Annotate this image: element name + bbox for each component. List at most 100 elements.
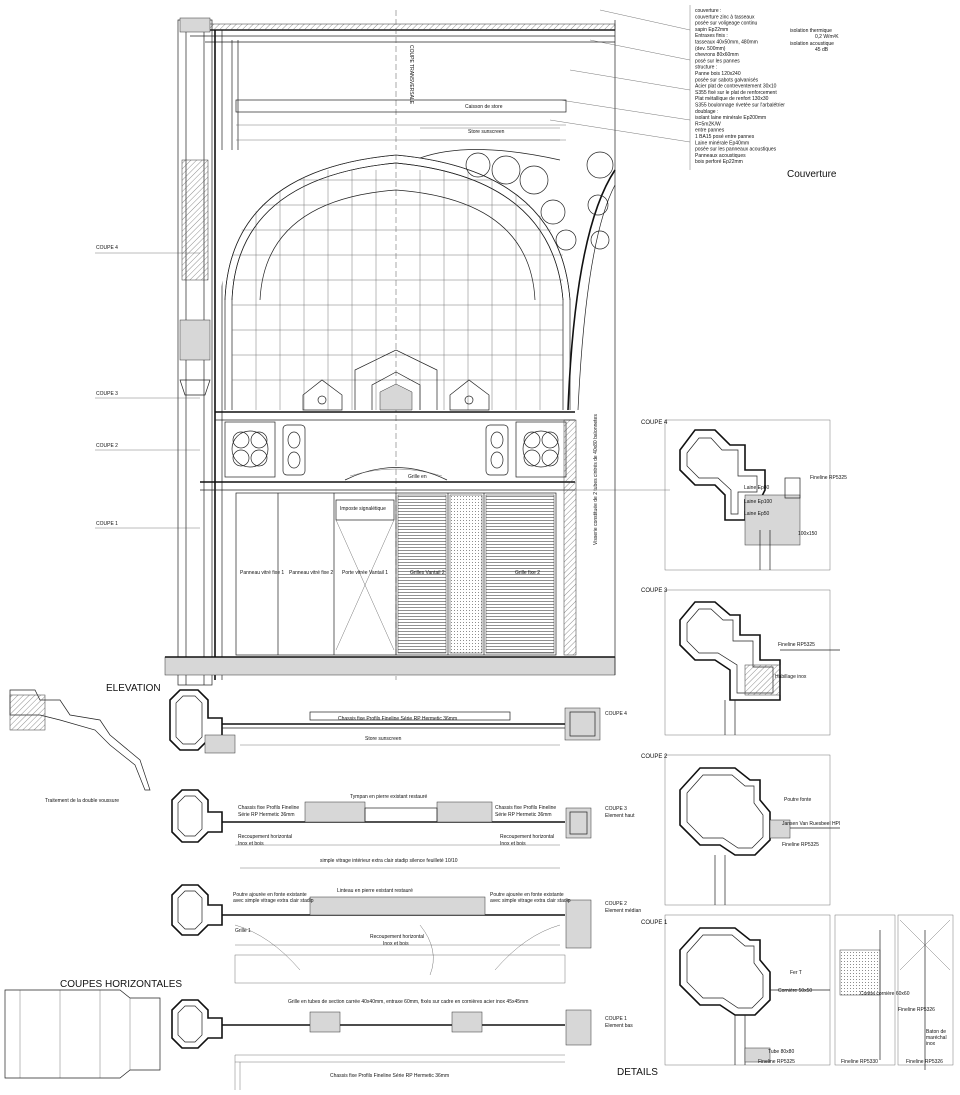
c2-tag: COUPE 2	[605, 901, 627, 907]
spec-line: Plat métallique de renfort 130x30	[695, 96, 769, 102]
c1-tag: COUPE 1	[605, 1016, 627, 1022]
traitement-label: Traitement de la double voussure	[45, 798, 119, 804]
c3-tag: COUPE 3	[605, 806, 627, 812]
elev-level-coupe4: COUPE 4	[96, 245, 118, 251]
plan-coupe3: Chassis fixe Profils Fineline Série RP H…	[171, 789, 635, 869]
door-label: Porte vitrée Vantail 1	[342, 570, 388, 576]
plan-coupe4: Chassis fixe Profils Fineline Série RP H…	[169, 689, 627, 754]
ornamental-cast-iron-arch	[419, 127, 616, 411]
grille2-label: Grille fixe 2	[515, 570, 540, 576]
couverture-title: Couverture	[787, 169, 837, 180]
d4-tag: COUPE 4	[641, 420, 668, 426]
elevation-drawing: Caisson de store Store sunscreen COUPE T…	[95, 9, 691, 694]
d3-tag: COUPE 3	[641, 588, 668, 594]
spec-line: Laine minérale Ep40mm	[695, 140, 749, 146]
elev-level-coupe1: COUPE 1	[96, 521, 118, 527]
c3-chassis-l1: Chassis fixe Profils Fineline	[238, 805, 299, 811]
c2-grille: Grille 1	[235, 928, 251, 934]
spec-line: chevrons 80x60mm	[695, 52, 739, 58]
d4-laine2: Laine Ep100	[744, 499, 772, 505]
c2-poutre-r1: Poutre ajourée en fonte existante	[490, 892, 564, 898]
c4-tag: COUPE 4	[605, 711, 627, 717]
c3-chassis-r2: Série RP Hermetic 36mm	[495, 812, 552, 818]
coupes-horizontales: Traitement de la double voussure Chassis…	[4, 689, 641, 1090]
d4-laine3: Laine Ep50	[744, 511, 770, 517]
coupes-title: COUPES HORIZONTALES	[60, 979, 182, 990]
ground-floor-panels: Panneau vitré fixe 1 Panneau vitré fixe …	[235, 414, 599, 656]
spec-line: bois perforé Ep22mm	[695, 159, 743, 165]
spec-line: structure :	[695, 65, 717, 71]
spec-line: S355 boulonnage rivetée sur l'arbalétrie…	[695, 103, 785, 109]
c3-chassis-r1: Chassis fixe Profils Fineline	[495, 805, 556, 811]
d1-contre: Contre cornière 60x60	[860, 991, 910, 997]
cornice-profile-top: Traitement de la double voussure	[9, 689, 151, 804]
grille-en-label: Grille en	[408, 474, 427, 480]
elev-level-coupe2: COUPE 2	[96, 443, 118, 449]
quatrefoil-panel-right	[485, 421, 567, 478]
c3-recoup-r2: Inox et bois	[500, 841, 526, 847]
spec-line: posée sur sabots galvanisés	[695, 77, 759, 83]
iso-acoustique-label: isolation acoustique	[790, 41, 834, 47]
c2-sub: Element médian	[605, 908, 641, 914]
d3-habillage: Habillage inox	[775, 674, 807, 680]
c2-recoup-l1: Recoupement horizontal	[370, 934, 424, 940]
d1-baton3: inox	[926, 1041, 936, 1047]
spec-line: Panne bois 120x240	[695, 71, 741, 77]
grille1-label: Grilles Vantail 2	[410, 570, 445, 576]
spec-line: entre pannes	[695, 128, 725, 134]
spec-line: posée sur voligeage continu	[695, 21, 757, 27]
d1-corniere: Cornière 50x50	[778, 988, 812, 994]
c3-recoup-l1: Recoupement horizontal	[238, 834, 292, 840]
elevation-title: ELEVATION	[106, 683, 161, 694]
c3-tympan: Tympan en pierre existant restauré	[350, 794, 427, 800]
c3-recoup-l2: Inox et bois	[238, 841, 264, 847]
c3-chassis-l2: Série RP Hermetic 36mm	[238, 812, 295, 818]
panel1-label: Panneau vitré fixe 1	[240, 570, 284, 576]
d1-tag: COUPE 1	[641, 920, 668, 926]
quatrefoil-panel-left	[224, 421, 306, 478]
c2-linteau: Linteau en pierre existant restauré	[337, 888, 413, 894]
c1-grille: Grille en tubes de section carrée 40x40m…	[288, 999, 528, 1005]
caisson-label: Caisson de store	[465, 104, 503, 110]
details-column: COUPE 4 Fineline RP5325 Laine Ep80 Laine…	[617, 419, 954, 1078]
spec-line: posée sur les panneaux acoustiques	[695, 147, 777, 153]
spec-line: (dev. 500mm)	[695, 46, 726, 52]
tubes-vertical-label: Visserie constituée de 2 tubes cintrés d…	[593, 414, 599, 545]
spec-line: doublage :	[695, 109, 718, 115]
c1-chassis: Chassis fixe Profils Fineline Série RP H…	[330, 1073, 449, 1079]
spec-line: Entraxes finis :	[695, 33, 728, 39]
d1-baton2: maréchal	[926, 1035, 947, 1041]
c3-simple: simple vitrage intérieur extra clair sta…	[320, 858, 458, 864]
iso-acoustique-value: 45 dB	[815, 47, 829, 53]
d1-fer: Fer T	[790, 970, 802, 976]
spec-line: Panneaux acoustiques	[695, 153, 746, 159]
spec-line: tasseaux 40x50mm, 480mm	[695, 40, 758, 46]
d4-dim: 100x150	[798, 531, 817, 537]
d1-tube: Tube 80x80	[768, 1049, 794, 1055]
store-label: Store sunscreen	[468, 129, 505, 135]
iso-thermique-label: isolation thermique	[790, 28, 832, 34]
c3-recoup-r1: Recoupement horizontal	[500, 834, 554, 840]
d3-fineline: Fineline RP5325	[778, 642, 815, 648]
imposte-label: Imposte signalétique	[340, 506, 386, 512]
c1-sub: Element bas	[605, 1023, 633, 1029]
detail-coupe4: COUPE 4 Fineline RP5325 Laine Ep80 Laine…	[641, 419, 847, 571]
elev-level-coupe3: COUPE 3	[96, 391, 118, 397]
c2-poutre-l1: Poutre ajourée en fonte existante	[233, 892, 307, 898]
d4-fineline: Fineline RP5325	[810, 475, 847, 481]
d1-fineline3: Fineline RP5326	[898, 1007, 935, 1013]
c3-sub: Element haut	[605, 813, 635, 819]
c2-recoup-l2: Inox et bois	[383, 941, 409, 947]
coupe-transversale-label: COUPE TRANSVERSALE	[408, 45, 414, 105]
d1-fineline2: Fineline RP5330	[841, 1059, 878, 1065]
spec-line: Acier plat de contreventement 30x10	[695, 84, 777, 90]
spec-line: 1 BA15 posé entre pannes	[695, 134, 755, 140]
detail-coupe2: COUPE 2 Poutre fonte Jansen Van Ruesbeel…	[641, 754, 840, 906]
d2-poutre: Poutre fonte	[784, 797, 811, 803]
detail-coupe1: COUPE 1 Fer T Cornière 50x50 Tube 80x80 …	[641, 914, 954, 1070]
c2-poutre-l2: avec simple vitrage extra clair stadip	[233, 898, 314, 904]
panel2-label: Panneau vitré fixe 2	[289, 570, 333, 576]
